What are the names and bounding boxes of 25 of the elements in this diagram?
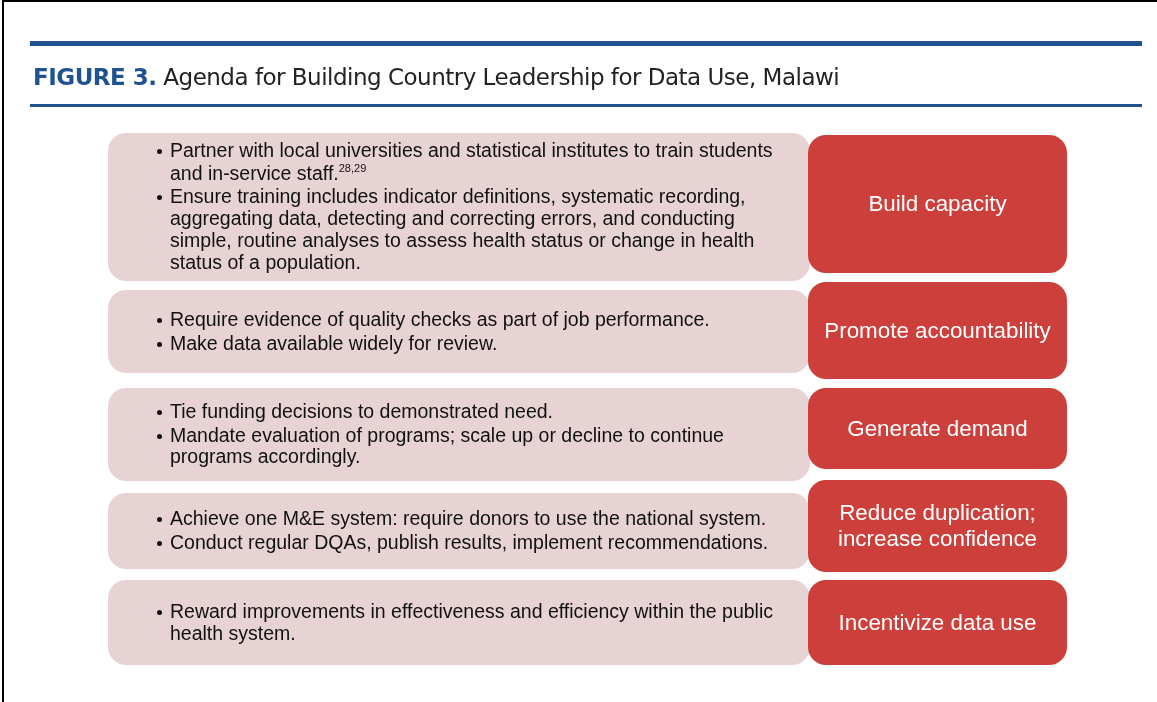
text-panel (108, 580, 810, 665)
text-panel (108, 388, 810, 481)
label-box (808, 580, 1067, 665)
label-text: Reduce duplication; increase confidence (836, 500, 1039, 552)
text-panel (108, 133, 810, 281)
text-panel (108, 290, 810, 373)
label-box (808, 282, 1067, 379)
bullet-text: Conduct regular DQAs, publish results, implement recommendations. (170, 532, 790, 554)
bullet-text: Reward improvements in effectiveness and efficiency within the public health system. (170, 600, 790, 645)
bullet-text: Require evidence of quality checks as part of job performance. (170, 308, 790, 331)
label-text: Incentivize data use (838, 609, 1037, 636)
text-panel (108, 493, 810, 569)
label-text: Generate demand (847, 415, 1028, 442)
bullet-text: Partner with local universities and statistical institutes to train students and in-service staff.$^{28,29}$ (170, 140, 790, 185)
bullet-text: Achieve one M&E system: require donors to use the national system. (170, 508, 790, 530)
bullet-text: Ensure training includes indicator definitions, systematic recording, aggregating data, detecting and correcting errors, and conducting simple, routine analyses to assess health status or change in health status of a population. (170, 186, 790, 274)
bullet-text: Make data available widely for review. (170, 332, 790, 355)
bullet-text: Mandate evaluation of programs; scale up or decline to continue programs accordingly. (170, 424, 790, 469)
figure-title: FIGURE 3. Agenda for Building Country Leadership for Data Use, Malawi (33, 64, 840, 90)
label-text: Promote accountability (824, 317, 1051, 344)
bullet-text: Tie funding decisions to demonstrated need. (170, 400, 790, 423)
label-box (808, 480, 1067, 572)
label-box (808, 388, 1067, 469)
label-box (808, 135, 1067, 273)
label-text: Build capacity (868, 191, 1007, 217)
